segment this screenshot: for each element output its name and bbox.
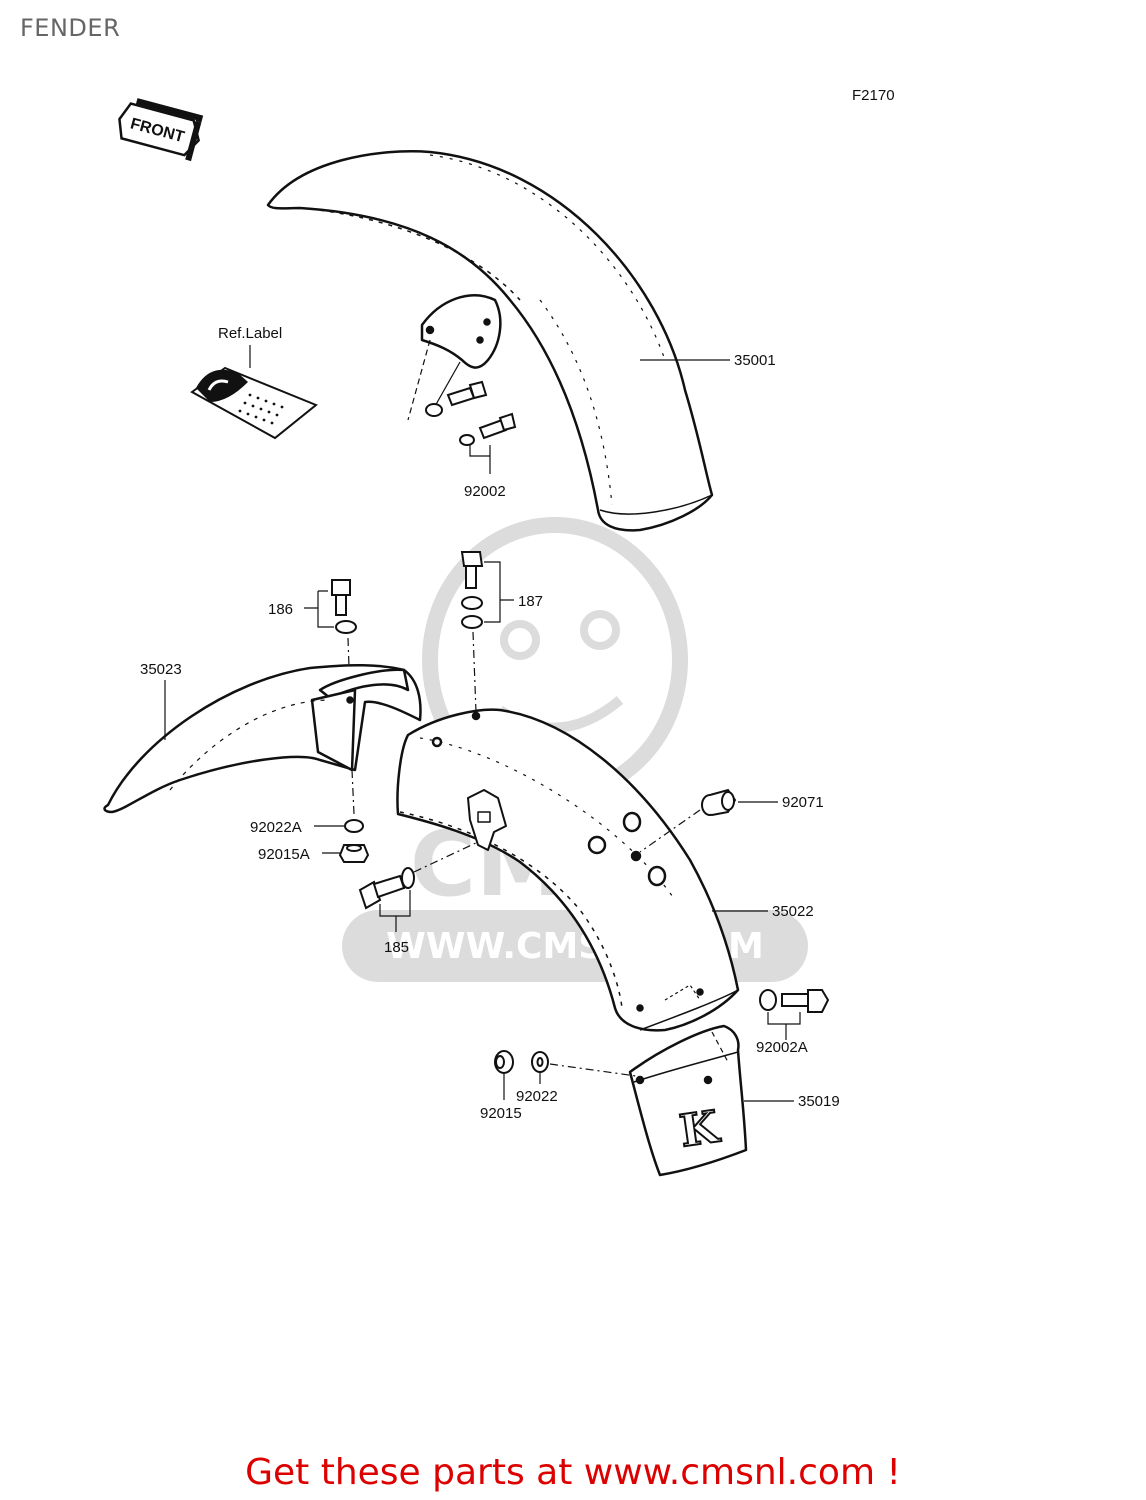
footer-cta-link[interactable]: Get these parts at www.cmsnl.com !	[245, 1452, 901, 1493]
bolt-185	[358, 867, 415, 910]
callout-92022A: 92022A	[250, 819, 302, 836]
page-title: FENDER	[20, 14, 121, 42]
ref-label-sticker	[190, 366, 318, 440]
front-direction-badge: FRONT	[118, 98, 204, 162]
nut-92015A	[338, 844, 370, 863]
bracket-92002	[469, 445, 491, 474]
callout-92002: 92002	[464, 483, 506, 500]
nut-92015	[494, 1050, 514, 1074]
ref-label-caption: Ref.Label	[218, 325, 282, 342]
callout-92022: 92022	[516, 1088, 558, 1105]
grommet-92071	[701, 788, 737, 816]
callout-35022: 35022	[772, 903, 814, 920]
bracket-92002A	[767, 1012, 801, 1040]
bracket-186	[304, 590, 334, 628]
callout-186: 186	[268, 601, 293, 618]
bolt-187	[460, 551, 484, 629]
callout-187: 187	[518, 593, 543, 610]
bracket-185	[379, 890, 411, 932]
rear-fender-35022	[396, 708, 740, 1032]
bolt-92002	[425, 380, 517, 446]
dash-92071	[639, 809, 701, 853]
dash-187	[472, 631, 477, 713]
bracket-187	[484, 561, 514, 623]
rear-fender-front-35023	[103, 663, 422, 814]
watermark-mascot-eye	[500, 620, 540, 660]
mud-flap-35019	[628, 1024, 748, 1177]
callout-35001: 35001	[734, 352, 776, 369]
callout-92015A: 92015A	[258, 846, 310, 863]
watermark-mascot-eye	[580, 610, 620, 650]
callout-92002A: 92002A	[756, 1039, 808, 1056]
front-fender-35001	[266, 150, 714, 532]
dash-92022	[549, 1063, 637, 1077]
dash-35023-nut	[351, 769, 355, 815]
callout-92015: 92015	[480, 1105, 522, 1122]
bolt-186	[331, 579, 357, 634]
callout-35019: 35019	[798, 1093, 840, 1110]
callout-185: 185	[384, 939, 409, 956]
callout-35023: 35023	[140, 661, 182, 678]
figure-code: F2170	[852, 87, 895, 104]
washer-92022	[531, 1051, 549, 1073]
callout-92071: 92071	[782, 794, 824, 811]
bolt-92002A	[759, 989, 830, 1013]
dash-185	[413, 841, 479, 873]
nut-92022A	[344, 819, 364, 833]
